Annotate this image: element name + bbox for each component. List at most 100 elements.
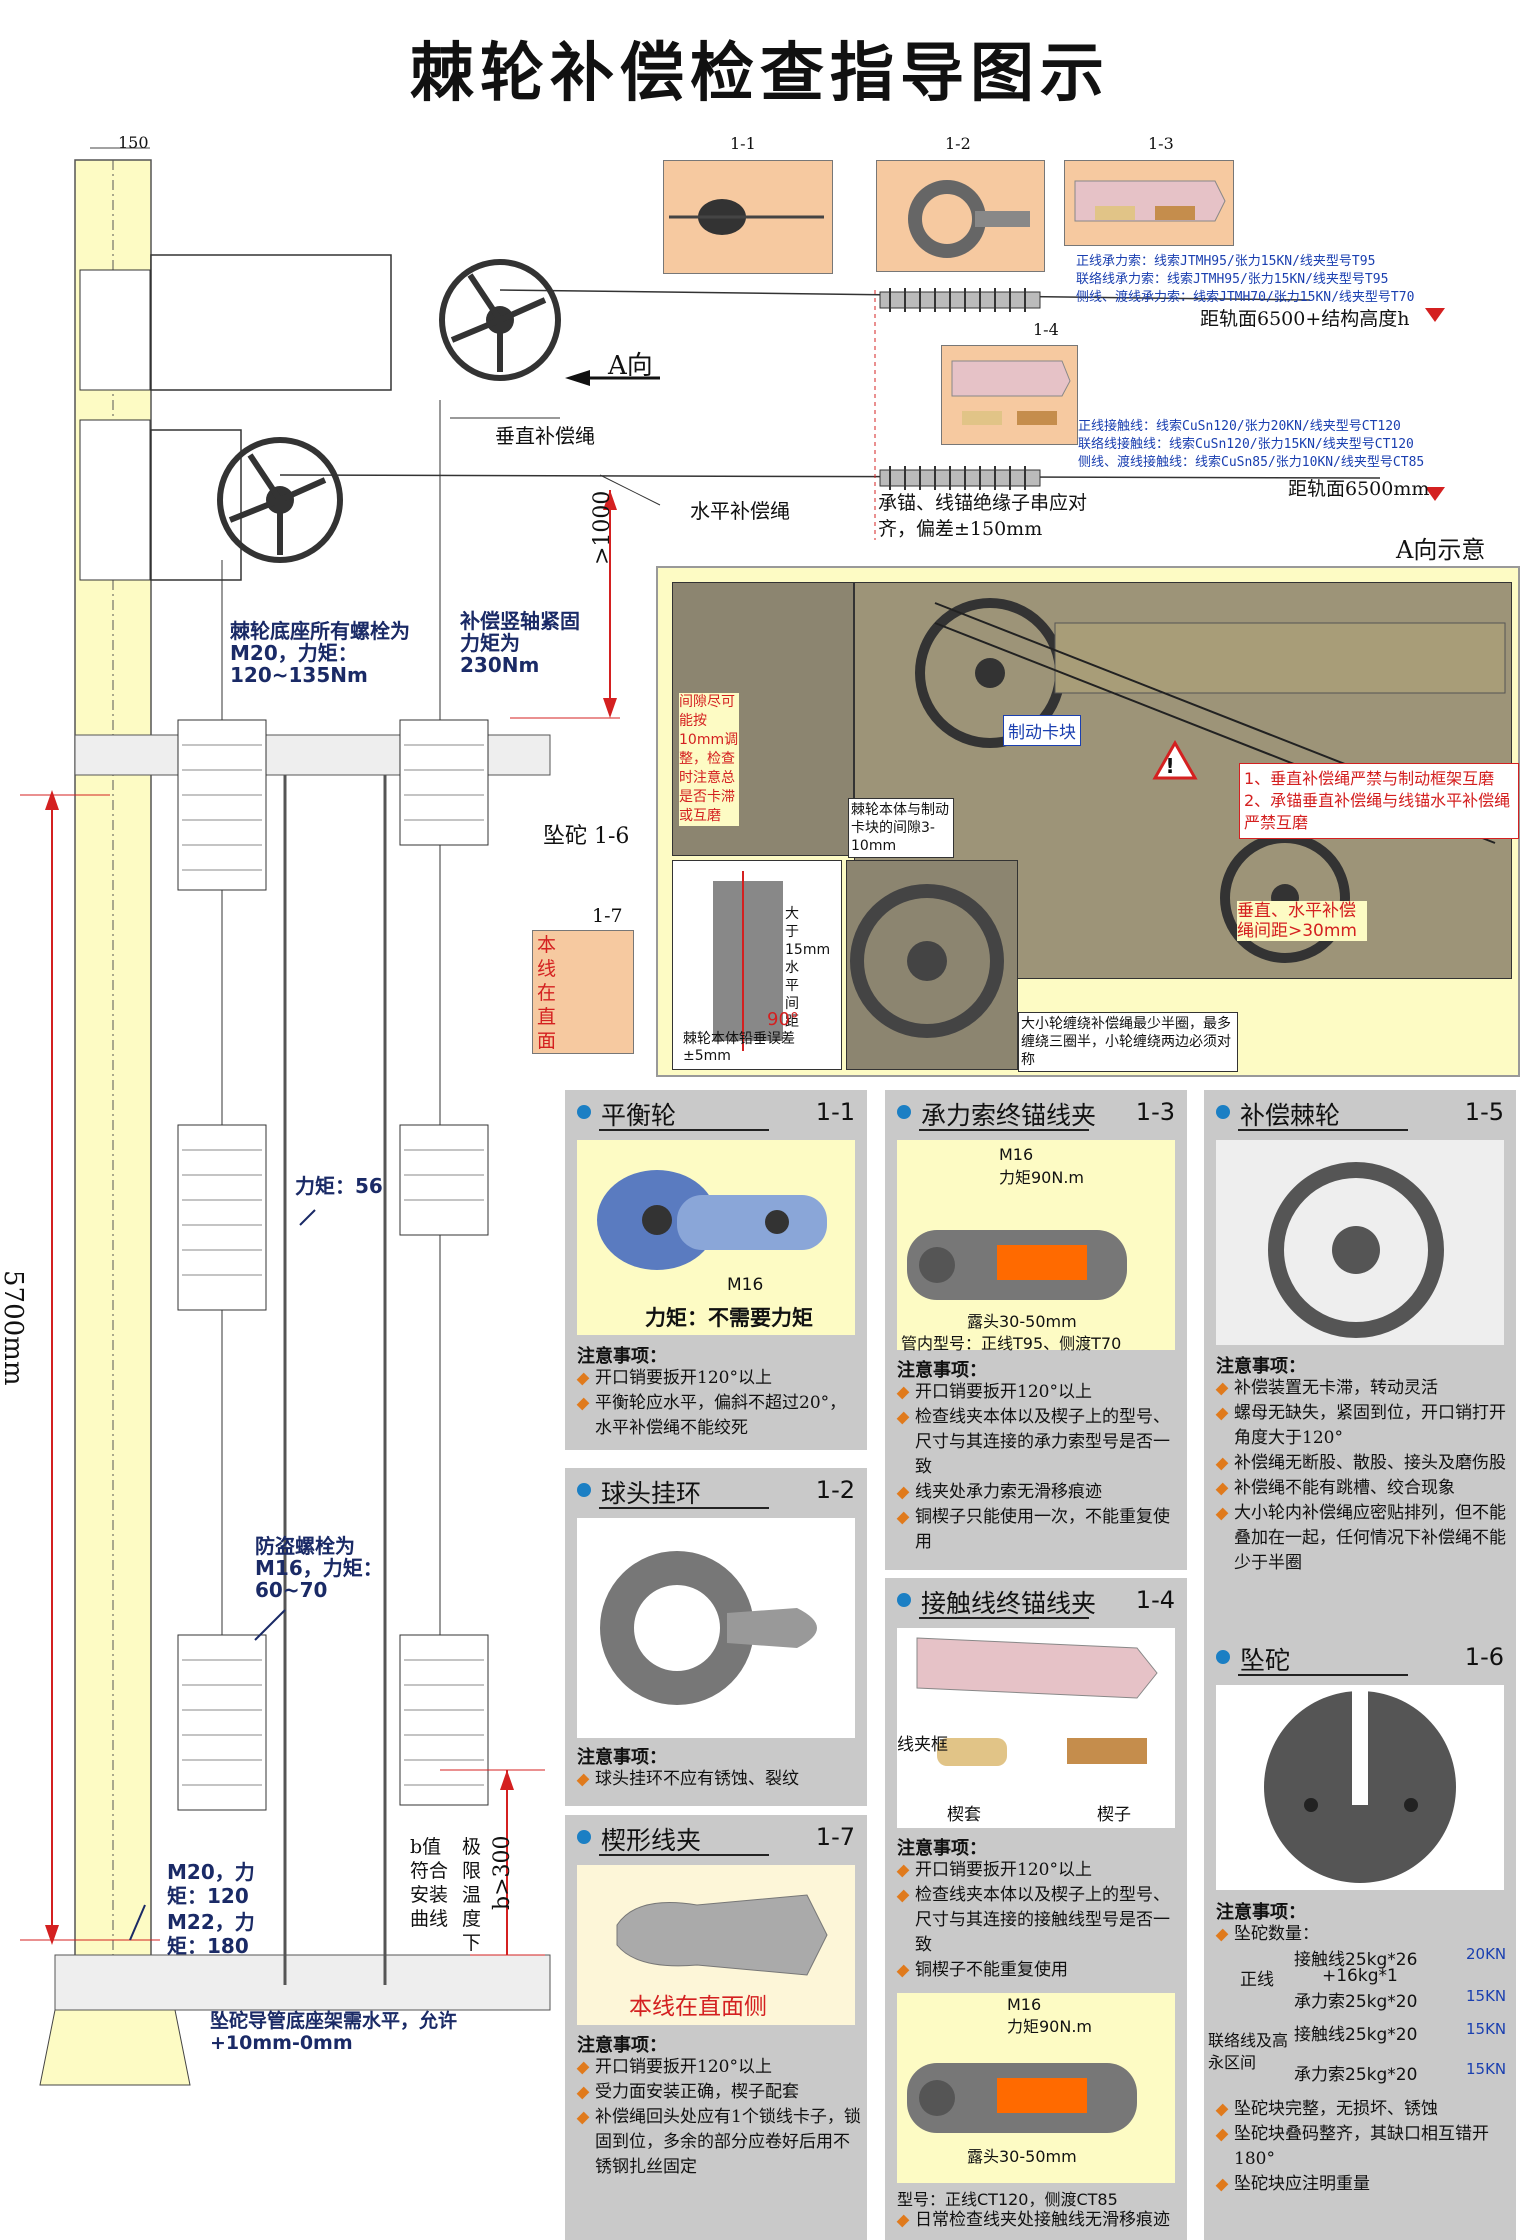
torque-label: 力矩90N.m [999, 1168, 1085, 1187]
main-contact-weight-extra: +16kg*1 [1322, 1966, 1398, 1986]
panel-1-1-title: 平衡轮 [601, 1101, 677, 1130]
m22-note: M22，力矩：180 [167, 1910, 255, 1958]
brake-gap-note: 棘轮本体与制动卡块的间隙3-10mm [848, 798, 954, 858]
note-item: 坠砣块叠码整齐，其缺口相互错开180° [1212, 2122, 1510, 2172]
contact-spec-2: 联络线接触线：线索CuSn120/张力15KN/线夹型号CT120 [1078, 437, 1414, 452]
line-face-label: 本线在直面 [537, 934, 557, 1052]
shaft-torque-note: 补偿竖轴紧固力矩为230Nm [460, 609, 580, 677]
photo-ball-ring-large [577, 1518, 855, 1738]
panel-1-4-title: 接触线终锚线夹 [921, 1589, 1097, 1618]
panel-1-3-code: 1-3 [1135, 1098, 1175, 1126]
insulator-note: 承锚、线锚绝缘子串应对齐，偏差±150mm [878, 492, 1088, 540]
panel-1-6-code: 1-6 [1464, 1643, 1504, 1671]
note-item: 补偿绳无断股、散股、接头及磨伤股 [1212, 1451, 1510, 1476]
m20-note: M20，力矩：120 [167, 1860, 255, 1908]
head-length-label: 露头30-50mm [967, 1312, 1077, 1331]
panel-1-4-code: 1-4 [1135, 1586, 1175, 1614]
gap-note: 间隙尽可能按10mm调整，检查时注意总是否卡滞或互磨 [679, 693, 739, 826]
m16-label: M16 [999, 1145, 1034, 1164]
ratchet-wheel-upper-icon [439, 259, 561, 381]
note-item: 铜楔子只能使用一次，不能重复使用 [893, 1505, 1181, 1555]
brake-block-label: 制动卡块 [1003, 715, 1081, 746]
note-header: 注意事项： [897, 1838, 987, 1859]
insulator-lower-icon [879, 466, 1041, 490]
warning-2: 2、承锚垂直补偿绳与线锚水平补偿绳严禁互磨 [1244, 791, 1511, 832]
model-label: 型号：正线CT120，侧渡CT85 [897, 2190, 1118, 2209]
code-1-2: 1-2 [945, 134, 971, 153]
base-bolts-note: 棘轮底座所有螺栓为M20，力矩：120~135Nm [230, 619, 410, 687]
photo-ratchet-overview: ! 制动卡块 1、垂直补偿绳严禁与制动框架互磨 2、承锚垂直补偿绳与线锚水平补偿… [854, 582, 1519, 979]
note-item: 补偿绳回头处应有1个锁线卡子，锁固到位，多余的部分应卷好后用不锈钢扎丝固定 [573, 2105, 861, 2180]
note-item: 补偿装置无卡滞，转动灵活 [1212, 1376, 1510, 1401]
main-contact-weight: 接触线25kg*26 [1294, 1950, 1418, 1970]
antitheft-bolt-note: 防盗螺栓为M16，力矩：60~70 [255, 1534, 383, 1602]
photo-balance-wheel-large: M16 力矩：不需要力矩 [577, 1140, 855, 1335]
panel-1-2-code: 1-2 [815, 1476, 855, 1504]
code-1-4: 1-4 [1033, 320, 1059, 339]
panel-1-3-title: 承力索终锚线夹 [921, 1101, 1097, 1130]
contact-spec-1: 正线接触线：线索CuSn120/张力20KN/线夹型号CT120 [1078, 419, 1401, 434]
note-item: 检查线夹本体以及楔子上的型号、尺寸与其连接的接触线型号是否一致 [893, 1883, 1181, 1958]
note-item: 开口销要扳开120°以上 [893, 1380, 1181, 1405]
panel-1-5-code: 1-5 [1464, 1098, 1504, 1126]
note-item: 大小轮内补偿绳应密贴排列，但不能叠加在一起，任何情况下补偿绳不能少于半圈 [1212, 1501, 1510, 1576]
panel-1-7-code: 1-7 [815, 1823, 855, 1851]
photo-plumb: 大于15mm水平间距 90° 棘轮本体铅垂误差±5mm [672, 860, 842, 1070]
panel-1-5-title: 补偿棘轮 [1240, 1101, 1341, 1130]
page-title: 棘轮补偿检查指导图示 [410, 37, 1110, 111]
main-cable-spec-1: 正线承力索：线索JTMH95/张力15KN/线夹型号T95 [1076, 254, 1376, 269]
bullet-icon [577, 1830, 591, 1844]
note-item: 坠砣块完整，无损坏、锈蚀 [1212, 2097, 1510, 2122]
photo-ball-ring [876, 160, 1045, 272]
main-cable-spec-3: 侧线、渡线承力索：线索JTMH70/张力15KN/线夹型号T70 [1076, 290, 1415, 305]
link-contact-tension: 15KN [1466, 2020, 1507, 2038]
note-item: 线夹处承力索无滑移痕迹 [893, 1480, 1181, 1505]
contact-spec-3: 侧线、渡线接触线：线索CuSn85/张力10KN/线夹型号CT85 [1078, 455, 1425, 470]
note-header: 注意事项： [577, 1747, 667, 1768]
warning-1: 1、垂直补偿绳严禁与制动框架互磨 [1244, 769, 1495, 788]
wedge-label: 楔子 [1097, 1805, 1131, 1825]
limit-temp-note: 极限温度下 [462, 1836, 482, 1954]
photo-balance-wheel [663, 160, 833, 274]
a-direction-label: A向 [608, 351, 653, 381]
link-catenary-tension: 15KN [1466, 2060, 1507, 2078]
svg-text:!: ! [1165, 754, 1174, 778]
bullet-icon [897, 1593, 911, 1607]
no-torque-label: 力矩：不需要力矩 [645, 1306, 813, 1330]
panel-1-7-title: 楔形线夹 [601, 1826, 702, 1855]
photo-weight-disk [1216, 1685, 1504, 1890]
note-header: 注意事项： [1216, 1356, 1306, 1377]
note-item: 平衡轮应水平，偏斜不超过20°，水平补偿绳不能绞死 [573, 1391, 861, 1441]
code-1-7: 1-7 [592, 905, 623, 927]
dim-5700: 5700mm [0, 1270, 28, 1386]
note-item: 补偿绳不能有跳槽、绞合现象 [1212, 1476, 1510, 1501]
photo-contact-clamp-torque: M16 力矩90N.m 露头30-50mm [897, 1993, 1175, 2183]
photo-wedge-clamp-large: 本线在直面侧 [577, 1865, 855, 2025]
bullet-icon [577, 1105, 591, 1119]
note-header: 注意事项： [577, 1346, 667, 1367]
ratchet-wheel-lower-icon [217, 437, 343, 563]
dim-300: b>300 [490, 1835, 515, 1910]
vertical-rope-label: 垂直补偿绳 [495, 424, 595, 448]
weight-label: 坠砣 1-6 [543, 824, 630, 849]
winding-note: 大小轮缠绕补偿绳最少半圈，最多缠绕三圈半，小轮缠绕两边必须对称 [1018, 1012, 1238, 1072]
plumb-note: 棘轮本体铅垂误差±5mm [683, 1031, 795, 1064]
panel-1-1-code: 1-1 [815, 1098, 855, 1126]
bullet-icon [897, 1105, 911, 1119]
bullet-icon [1216, 1105, 1230, 1119]
photo-wedge-clamp-small: 本线在直面 [532, 930, 634, 1054]
distance-lower: 距轨面6500mm [1288, 478, 1430, 500]
warning-icon [1152, 739, 1198, 780]
code-1-1: 1-1 [730, 134, 756, 153]
insulator-upper-icon [879, 288, 1041, 312]
torque-56-label: 力矩：56 [295, 1174, 383, 1198]
angle-label: 90° [767, 1009, 799, 1030]
bullet-icon [1216, 1650, 1230, 1664]
wedge-caption: 本线在直面侧 [629, 1994, 767, 2020]
b-value-note: b值符合安装曲线 [410, 1836, 449, 1930]
